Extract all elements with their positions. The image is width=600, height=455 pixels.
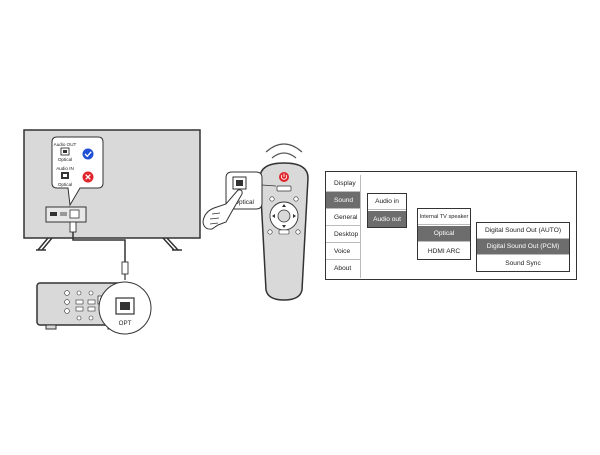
opt-label: OPT [119, 320, 132, 327]
menu-item-desktop[interactable]: Desktop [326, 226, 360, 243]
menu-item-digital-sound-out-auto[interactable]: Digital Sound Out (AUTO) [477, 223, 569, 239]
check-icon [82, 148, 94, 160]
tv [23, 129, 201, 251]
menu-level2: Audio in Audio out [367, 193, 407, 228]
menu-item-audio-out[interactable]: Audio out [368, 211, 406, 227]
menu-item-hdmi-arc[interactable]: HDMI ARC [427, 247, 461, 255]
menu-item-optical[interactable]: Optical [418, 226, 470, 242]
menu-item-display[interactable]: Display [326, 175, 360, 192]
menu-level3: Internal TV speaker Optical HDMI ARC [417, 208, 471, 260]
optical-button-label: Optical [234, 199, 254, 206]
menu-item-about[interactable]: About [334, 265, 352, 272]
menu-level1: Display Sound General Desktop Voice Abou… [326, 175, 361, 278]
audio-out-label: Audio OUT [54, 142, 77, 147]
optical-cable [69, 221, 129, 280]
audio-in-port-label: Optical [58, 182, 72, 187]
menu-item-voice[interactable]: Voice [326, 243, 360, 260]
settings-menu: Display Sound General Desktop Voice Abou… [325, 171, 577, 280]
remote-control [259, 143, 309, 301]
audio-out-port-label: Optical [58, 157, 72, 162]
menu-item-sound[interactable]: Sound [326, 192, 360, 209]
menu-item-digital-sound-out-pcm[interactable]: Digital Sound Out (PCM) [477, 239, 569, 255]
menu-item-sound-sync[interactable]: Sound Sync [505, 259, 541, 267]
audio-in-label: Audio IN [56, 166, 74, 171]
hand-icon [202, 189, 243, 230]
menu-level4: Digital Sound Out (AUTO) Digital Sound O… [476, 222, 570, 272]
menu-item-general[interactable]: General [326, 209, 360, 226]
menu-item-audio-in[interactable]: Audio in [368, 194, 406, 210]
menu-item-internal-tv-speaker[interactable]: Internal TV speaker [418, 209, 470, 225]
